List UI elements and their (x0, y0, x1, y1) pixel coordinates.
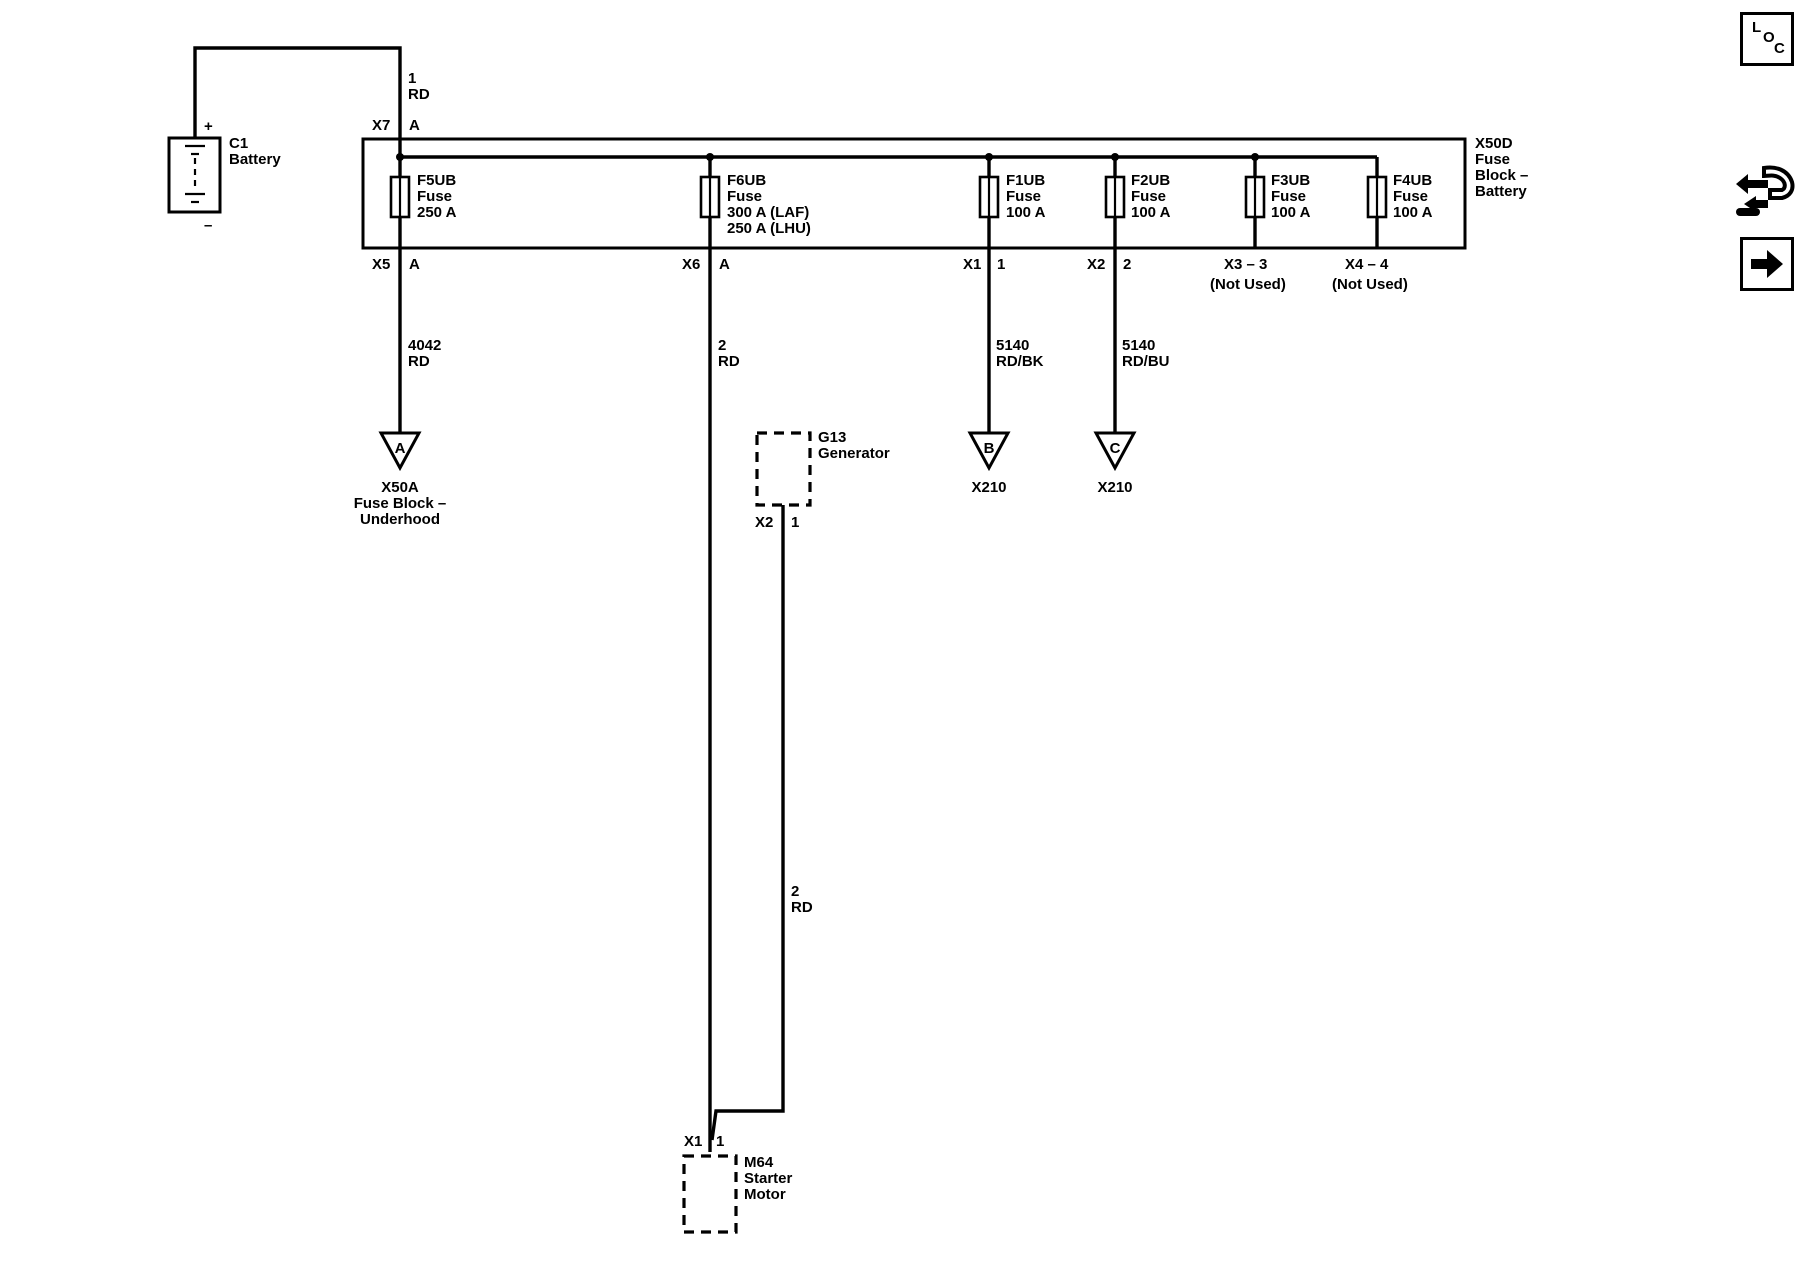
battery-c1[interactable] (167, 136, 222, 214)
generator-pin: 1 (791, 514, 799, 531)
generator-id: G13 (818, 429, 846, 446)
starter-connector: X1 (684, 1133, 702, 1150)
terminal-label: X3 – 3 (1224, 256, 1267, 273)
fuse-f3ub[interactable] (1244, 175, 1266, 219)
generator-wire-circuit: 2 (791, 883, 799, 900)
wire-battery-feed[interactable] (193, 46, 402, 157)
fuse-name: F1UB (1006, 172, 1045, 189)
feed-circuit: 1 (408, 70, 416, 87)
fuse-block-id: X50D (1475, 135, 1513, 152)
loc-letter-o: O (1763, 29, 1775, 46)
starter-motor-m64[interactable] (682, 1154, 738, 1234)
feed-connector: X7 (372, 117, 390, 134)
wire-circuit: 2 (718, 337, 726, 354)
wire-circuit: 5140 (1122, 337, 1155, 354)
wire-generator-starter[interactable] (710, 505, 785, 1141)
not-used-label: (Not Used) (1210, 276, 1286, 293)
fuse-rating: 100 A (1393, 204, 1433, 221)
fuse-f5ub[interactable] (389, 175, 411, 219)
offpage-desc: Fuse Block – (354, 495, 447, 512)
fuse-f4ub[interactable] (1366, 175, 1388, 219)
fuse-rating: 300 A (LAF) (727, 204, 809, 221)
offpage-letter: A (395, 440, 406, 457)
starter-pin: 1 (716, 1133, 724, 1150)
fuse-f1ub[interactable] (978, 175, 1000, 219)
offpage-connector-c[interactable]: C (1093, 431, 1137, 472)
fuse-rating: 100 A (1271, 204, 1311, 221)
generator-wire-color: RD (791, 899, 813, 916)
fuse-type: Fuse (727, 188, 762, 205)
terminal-label: X4 – 4 (1345, 256, 1389, 273)
fuse-type: Fuse (1393, 188, 1428, 205)
battery-neg-label: – (204, 217, 212, 234)
starter-line2: Motor (744, 1186, 786, 1203)
fuse-name: F5UB (417, 172, 456, 189)
wire-color: RD/BU (1122, 353, 1170, 370)
pin-label: 1 (997, 256, 1005, 273)
wire-color: RD/BK (996, 353, 1044, 370)
starter-line1: Starter (744, 1170, 793, 1187)
fuse-rating: 250 A (417, 204, 457, 221)
connector-label: X1 (963, 256, 981, 273)
offpage-ref: X210 (1097, 479, 1132, 496)
loc-letter-l: L (1752, 19, 1762, 36)
offpage-letter: B (984, 440, 995, 457)
fuse-name: F3UB (1271, 172, 1310, 189)
fuse-name: F2UB (1131, 172, 1170, 189)
fuse-type: Fuse (1006, 188, 1041, 205)
fuse-type: Fuse (417, 188, 452, 205)
loc-letter-c: C (1774, 40, 1785, 57)
generator-name: Generator (818, 445, 890, 462)
connector-label: X5 (372, 256, 390, 273)
offpage-connector-a[interactable]: A (378, 431, 422, 472)
fuse-block-line1: Fuse (1475, 151, 1510, 168)
fuse-f6ub[interactable] (699, 175, 721, 219)
wire-color: RD (408, 353, 430, 370)
next-page-button[interactable] (1740, 237, 1794, 291)
pin-label: 2 (1123, 256, 1131, 273)
pin-label: A (409, 256, 420, 273)
fuse-block-x50d (361, 137, 1467, 250)
offpage-ref: X210 (971, 479, 1006, 496)
connector-label: X6 (682, 256, 700, 273)
wire-color: RD (718, 353, 740, 370)
arrow-right-icon (1751, 250, 1783, 278)
connector-label: X2 (1087, 256, 1105, 273)
battery-pos-label: + (204, 118, 213, 135)
starter-id: M64 (744, 1154, 774, 1171)
wire-circuit: 5140 (996, 337, 1029, 354)
diagnostic-wrench-icon[interactable] (1734, 162, 1798, 220)
wire-circuit: 4042 (408, 337, 441, 354)
battery-id: C1 (229, 135, 248, 152)
generator-connector: X2 (755, 514, 773, 531)
fuse-type: Fuse (1131, 188, 1166, 205)
fuse-block-line2: Block – (1475, 167, 1528, 184)
offpage-connector-b[interactable]: B (967, 431, 1011, 472)
location-button[interactable]: L O C (1740, 12, 1794, 66)
fuse-rating-alt: 250 A (LHU) (727, 220, 811, 237)
offpage-desc: Underhood (360, 511, 440, 528)
fuse-rating: 100 A (1131, 204, 1171, 221)
generator-g13[interactable] (755, 431, 812, 507)
offpage-letter: C (1110, 440, 1121, 457)
fuse-block-line3: Battery (1475, 183, 1527, 200)
not-used-label: (Not Used) (1332, 276, 1408, 293)
fuse-name: F4UB (1393, 172, 1432, 189)
fuse-name: F6UB (727, 172, 766, 189)
battery-name: Battery (229, 151, 281, 168)
fuse-f2ub[interactable] (1104, 175, 1126, 219)
offpage-ref: X50A (381, 479, 419, 496)
fuse-rating: 100 A (1006, 204, 1046, 221)
fuse-type: Fuse (1271, 188, 1306, 205)
feed-color: RD (408, 86, 430, 103)
feed-pin: A (409, 117, 420, 134)
pin-label: A (719, 256, 730, 273)
